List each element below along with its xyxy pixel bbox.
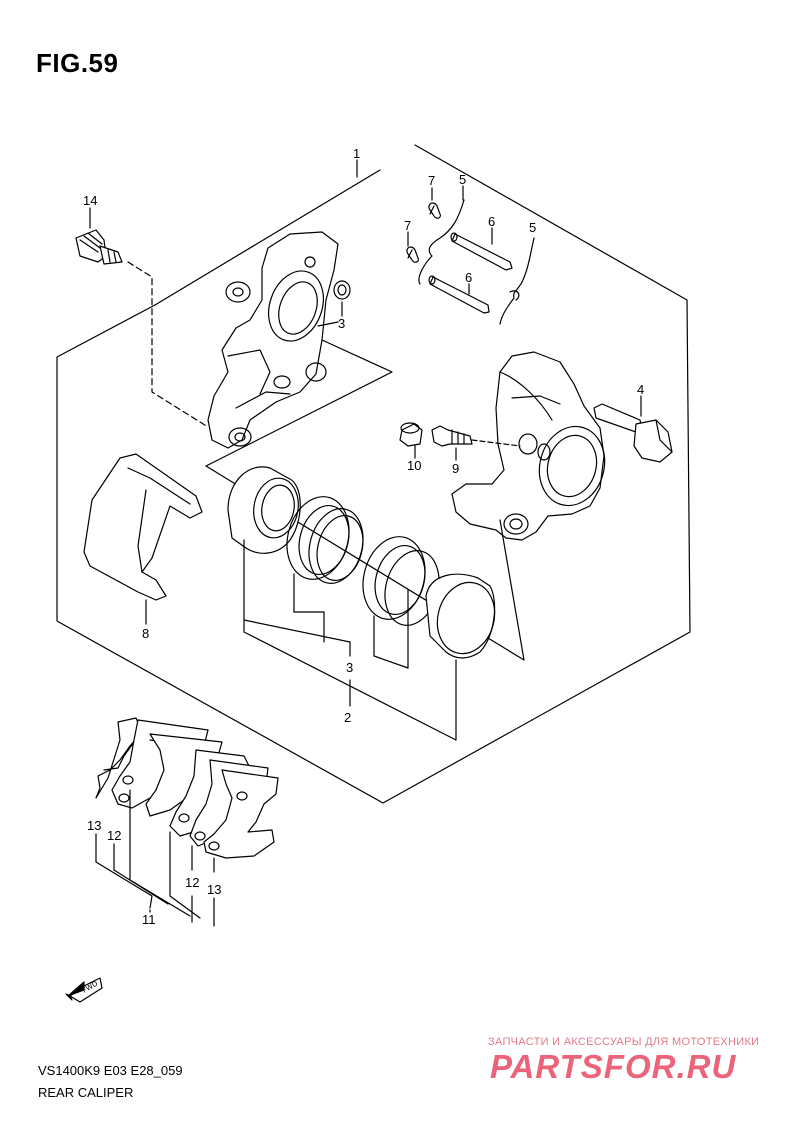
callout-12-right: 12: [185, 875, 199, 890]
callout-8: 8: [142, 626, 149, 641]
leader-piston-group-a: [243, 539, 351, 643]
piston-seal-mid: [286, 496, 364, 584]
callout-1: 1: [353, 146, 360, 161]
leader-2-bracket: [243, 619, 457, 741]
callout-3-lower: 3: [346, 660, 353, 675]
pin-6-upper: [450, 232, 513, 271]
callout-7-upper: 7: [428, 173, 435, 188]
leader-3-upper-b: [317, 321, 339, 327]
caliper-bracket: [207, 231, 339, 449]
leader-piston-group-c: [373, 589, 409, 669]
callout-13-right: 13: [207, 882, 221, 897]
pin-6-lower: [428, 275, 490, 314]
callout-4: 4: [637, 382, 644, 397]
leader-piston-group-b: [293, 573, 325, 643]
callout-12-left: 12: [107, 828, 121, 843]
clip-7-upper: [428, 202, 441, 219]
leader-11-c: [129, 789, 191, 917]
callout-3-upper: 3: [338, 316, 345, 331]
watermark-tagline: ЗАПЧАСТИ И АКСЕССУАРЫ ДЛЯ МОТОТЕХНИКИ: [488, 1036, 760, 1048]
piston-seal-outer: [227, 466, 301, 554]
callout-7-lower: 7: [404, 218, 411, 233]
callout-14: 14: [83, 193, 97, 208]
model-code: VS1400K9 E03 E28_059: [38, 1063, 183, 1078]
bolt-4: [593, 403, 673, 463]
callout-5-right: 5: [529, 220, 536, 235]
callout-6-lower: 6: [465, 270, 472, 285]
caliper-body: [451, 351, 606, 541]
bleeder-cap-10: [399, 422, 423, 447]
assembly-1-outline-left: [154, 169, 381, 306]
callout-5-left: 5: [459, 172, 466, 187]
brake-pad-shim-13b: [203, 769, 279, 859]
callout-2: 2: [344, 710, 351, 725]
figure-title: FIG.59: [36, 48, 119, 78]
bracket-dash-line: [205, 339, 393, 467]
caliper-body-dash: [205, 465, 525, 661]
bleeder-dash: [471, 439, 521, 447]
callout-13-left: 13: [87, 818, 101, 833]
callout-11: 11: [142, 912, 156, 927]
callout-9: 9: [452, 461, 459, 476]
watermark-logo: PARTSFOR.RU: [490, 1048, 737, 1085]
bolt-14-dash: [127, 261, 209, 428]
callout-10: 10: [407, 458, 421, 473]
fwd-arrow-icon: FWD: [65, 977, 103, 1003]
spring-5-right-loop: [509, 290, 520, 301]
part-name: REAR CALIPER: [38, 1085, 134, 1100]
leader-11-d: [169, 831, 201, 919]
leader-11-bracket: [95, 861, 153, 909]
callout-6-upper: 6: [488, 214, 495, 229]
bolt-14: [75, 229, 123, 265]
clip-7-lower: [406, 246, 419, 263]
spring-5-right: [499, 237, 535, 325]
washer-3: [333, 280, 351, 300]
spring-5-left: [418, 199, 465, 285]
pad-spring-8: [83, 453, 203, 601]
bleeder-valve-9: [431, 425, 473, 447]
assembly-1-outline: [56, 144, 691, 804]
piston-2: [425, 573, 496, 659]
